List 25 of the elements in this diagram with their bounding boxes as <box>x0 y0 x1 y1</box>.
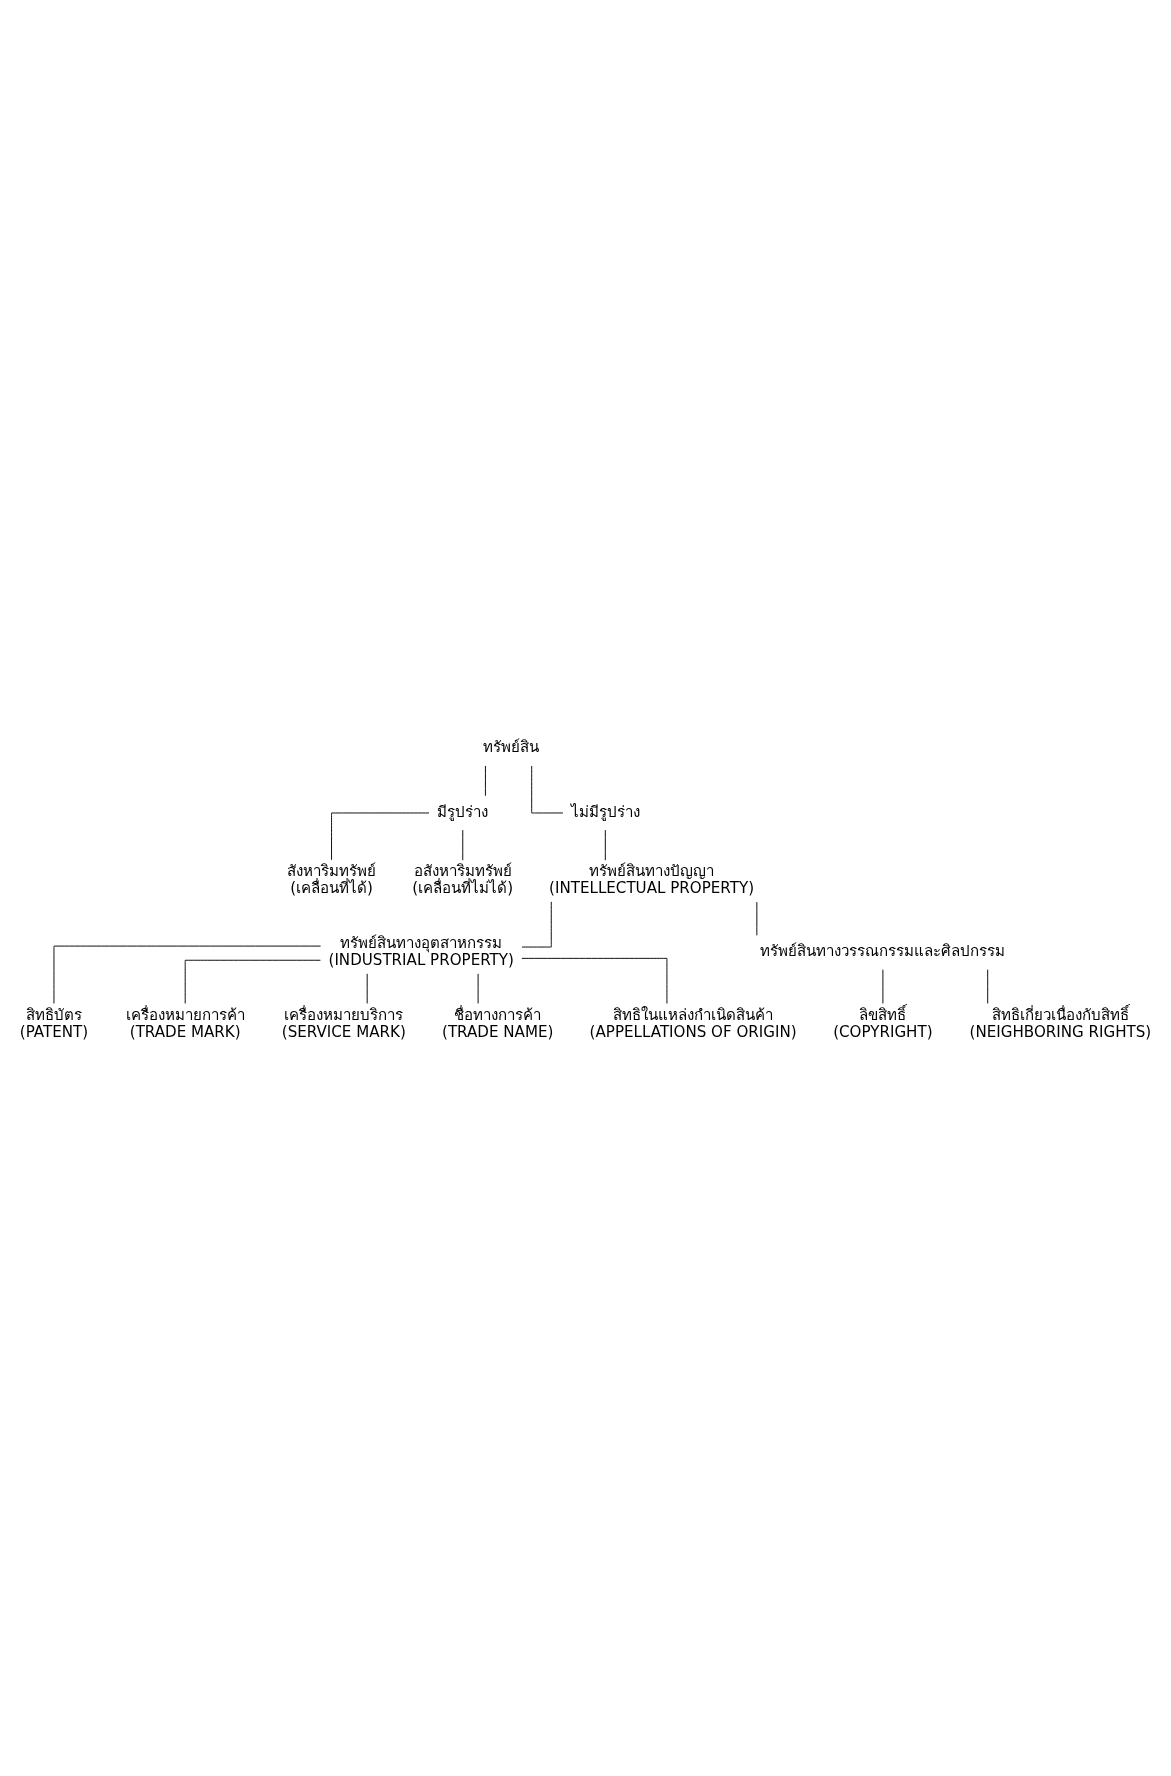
connector <box>331 812 430 860</box>
connector <box>604 829 606 861</box>
connector <box>521 957 668 1004</box>
node-text: ลิขสิทธิ์ (COPYRIGHT) <box>833 1005 933 1041</box>
node-text: สิทธิบัตร (PATENT) <box>19 1005 89 1041</box>
connector <box>184 959 321 1004</box>
connector <box>531 765 564 813</box>
node-text: ทรัพย์สินทางอุตสาหกรรม (INDUSTRIAL PROPERTY) <box>328 933 514 969</box>
node-text: ทรัพย์สินทางปัญญา (INTELLECTUAL PROPERTY) <box>549 861 755 897</box>
connector <box>521 900 552 947</box>
node-text: สิทธิในแหล่งกำเนิดสินค้า (APPELLATIONS OF ORIGIN) <box>589 1005 797 1041</box>
node-text: สิทธิเกี่ยวเนื่องกับสิทธิ์ (NEIGHBORING RIGHTS) <box>969 1005 1152 1041</box>
node-text: ทรัพย์สิน <box>482 737 539 756</box>
node-text: อสังหาริมทรัพย์ (เคลื่อนที่ไม่ได้) <box>412 861 514 897</box>
node-text: เครื่องหมายการค้า (TRADE MARK) <box>125 1005 245 1041</box>
connector <box>987 968 989 1004</box>
node-text: สังหาริมทรัพย์ (เคลื่อนที่ได้) <box>287 861 377 897</box>
node-text: ไม่มีรูปร่าง <box>570 802 640 821</box>
connector <box>484 765 486 796</box>
node-text: เครื่องหมายบริการ (SERVICE MARK) <box>281 1005 406 1041</box>
connector <box>462 829 464 861</box>
node-text: ชื่อทางการค้า (TRADE NAME) <box>442 1005 554 1041</box>
node-text: ทรัพย์สินทางวรรณกรรมและศิลปกรรม <box>760 941 1006 960</box>
connector <box>53 945 322 1004</box>
node-text: มีรูปร่าง <box>437 802 489 821</box>
